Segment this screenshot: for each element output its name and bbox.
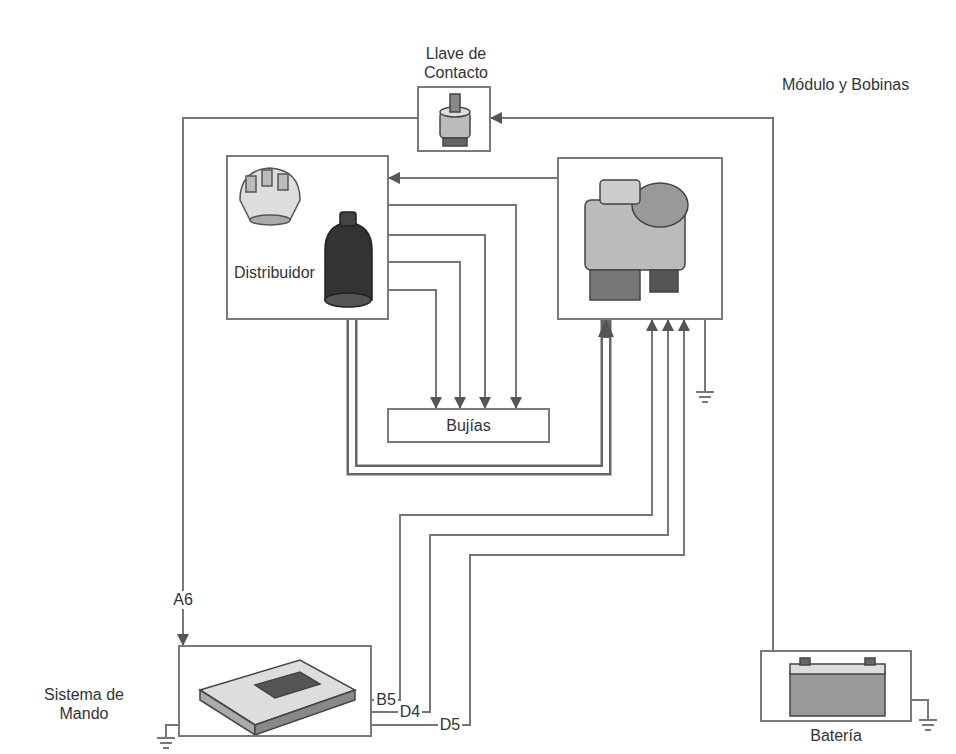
wire-connector bbox=[389, 205, 516, 408]
cable-inner bbox=[352, 320, 606, 470]
wire-connector bbox=[372, 320, 652, 700]
connector-line bbox=[389, 235, 485, 408]
connector-line bbox=[372, 320, 652, 700]
connector-line bbox=[491, 118, 773, 650]
battery-illustration bbox=[790, 658, 885, 716]
node-label: Bujías bbox=[394, 416, 544, 435]
connector-line bbox=[389, 177, 557, 179]
ecu-illustration bbox=[200, 660, 355, 735]
connector-line bbox=[183, 118, 417, 645]
pin-label: B5 bbox=[374, 691, 398, 709]
battery-box: Batería bbox=[760, 650, 912, 722]
wire-connector bbox=[491, 118, 773, 650]
distributor-box: Distribuidor bbox=[226, 155, 389, 320]
node-label: Llave de Contacto bbox=[401, 44, 511, 82]
wire-connector bbox=[372, 320, 684, 725]
module-box: Módulo y Bobinas bbox=[557, 157, 723, 320]
connector-line bbox=[352, 320, 606, 470]
pin-label: D4 bbox=[398, 703, 422, 721]
wire-connector bbox=[183, 118, 417, 645]
node-label: Módulo y Bobinas bbox=[782, 75, 952, 94]
wire-connector bbox=[389, 262, 460, 408]
node-label: Distribuidor bbox=[234, 263, 354, 282]
distributor-cap-illustration bbox=[240, 168, 300, 225]
wire-connector bbox=[372, 320, 668, 712]
wire-connector bbox=[389, 290, 436, 408]
connector-line bbox=[372, 320, 668, 712]
ignition-key-illustration bbox=[440, 94, 470, 146]
wire-connector bbox=[389, 178, 557, 179]
node-label: Batería bbox=[776, 726, 896, 745]
connector-line bbox=[372, 320, 684, 725]
switch-box: Llave de Contacto bbox=[417, 86, 491, 152]
ground-symbol bbox=[157, 320, 937, 748]
pin-label: A6 bbox=[171, 591, 195, 609]
connector-line bbox=[389, 205, 516, 408]
control-unit-box: Sistema de Mando bbox=[178, 645, 372, 737]
wire-connector bbox=[389, 235, 485, 408]
pin-label: D5 bbox=[438, 716, 462, 734]
connector-line bbox=[389, 290, 436, 408]
cable-connector bbox=[352, 320, 606, 470]
connector-line bbox=[389, 262, 460, 408]
node-label: Sistema de Mando bbox=[34, 685, 134, 723]
module-illustration bbox=[585, 180, 688, 300]
spark-plug-box: Bujías bbox=[387, 408, 550, 443]
ignition-coil-illustration bbox=[325, 212, 372, 307]
